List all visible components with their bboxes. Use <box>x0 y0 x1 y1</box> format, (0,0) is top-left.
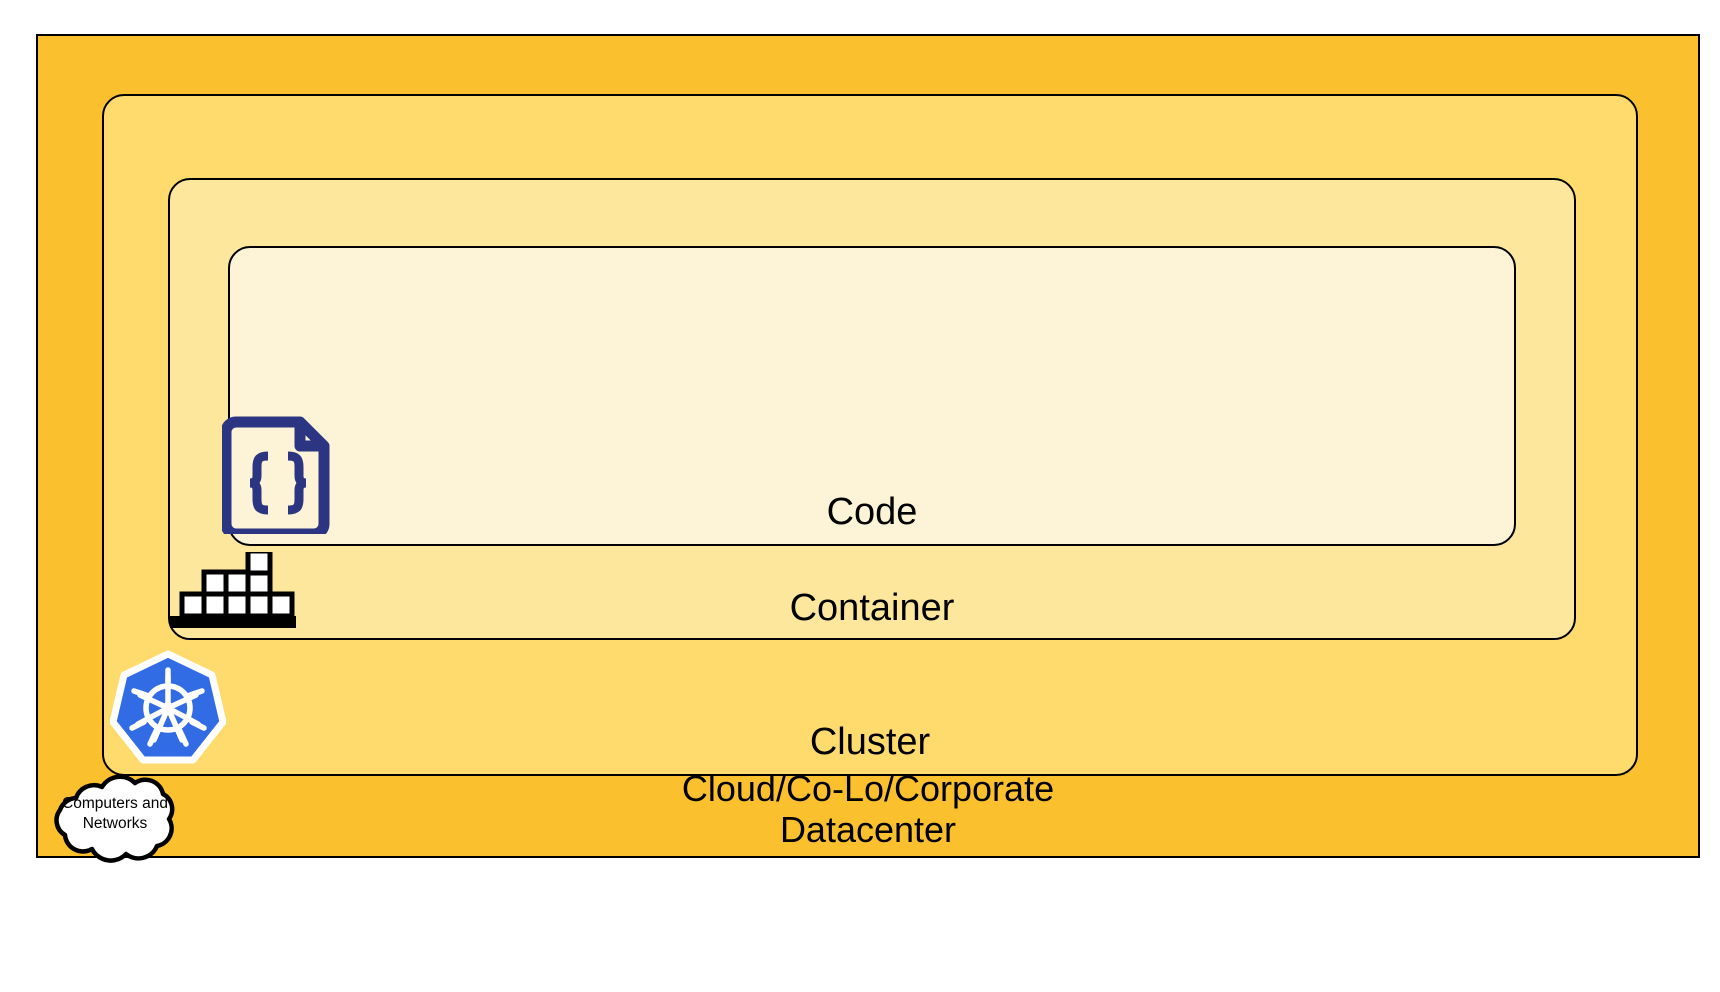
layer-container-label: Container <box>789 587 955 630</box>
layer-datacenter-label: Cloud/Co-Lo/Corporate Datacenter <box>38 769 1698 850</box>
kubernetes-logo-icon <box>109 650 227 766</box>
cloud-computers-and-networks[interactable]: Computers and Networks <box>36 772 194 868</box>
json-document-icon <box>220 412 334 540</box>
container-blocks-icon <box>168 548 298 630</box>
layer-code-label: Code <box>826 491 918 534</box>
layer-cluster-label: Cluster <box>809 721 931 764</box>
layer-datacenter[interactable]: Cloud/Co-Lo/Corporate Datacenter Cluster… <box>36 34 1700 858</box>
layer-code[interactable]: Code <box>228 246 1516 546</box>
layer-datacenter-label-line-2: Datacenter <box>779 808 957 850</box>
layer-container[interactable]: Container Code <box>168 178 1576 640</box>
cloud-shape-icon <box>54 774 175 863</box>
